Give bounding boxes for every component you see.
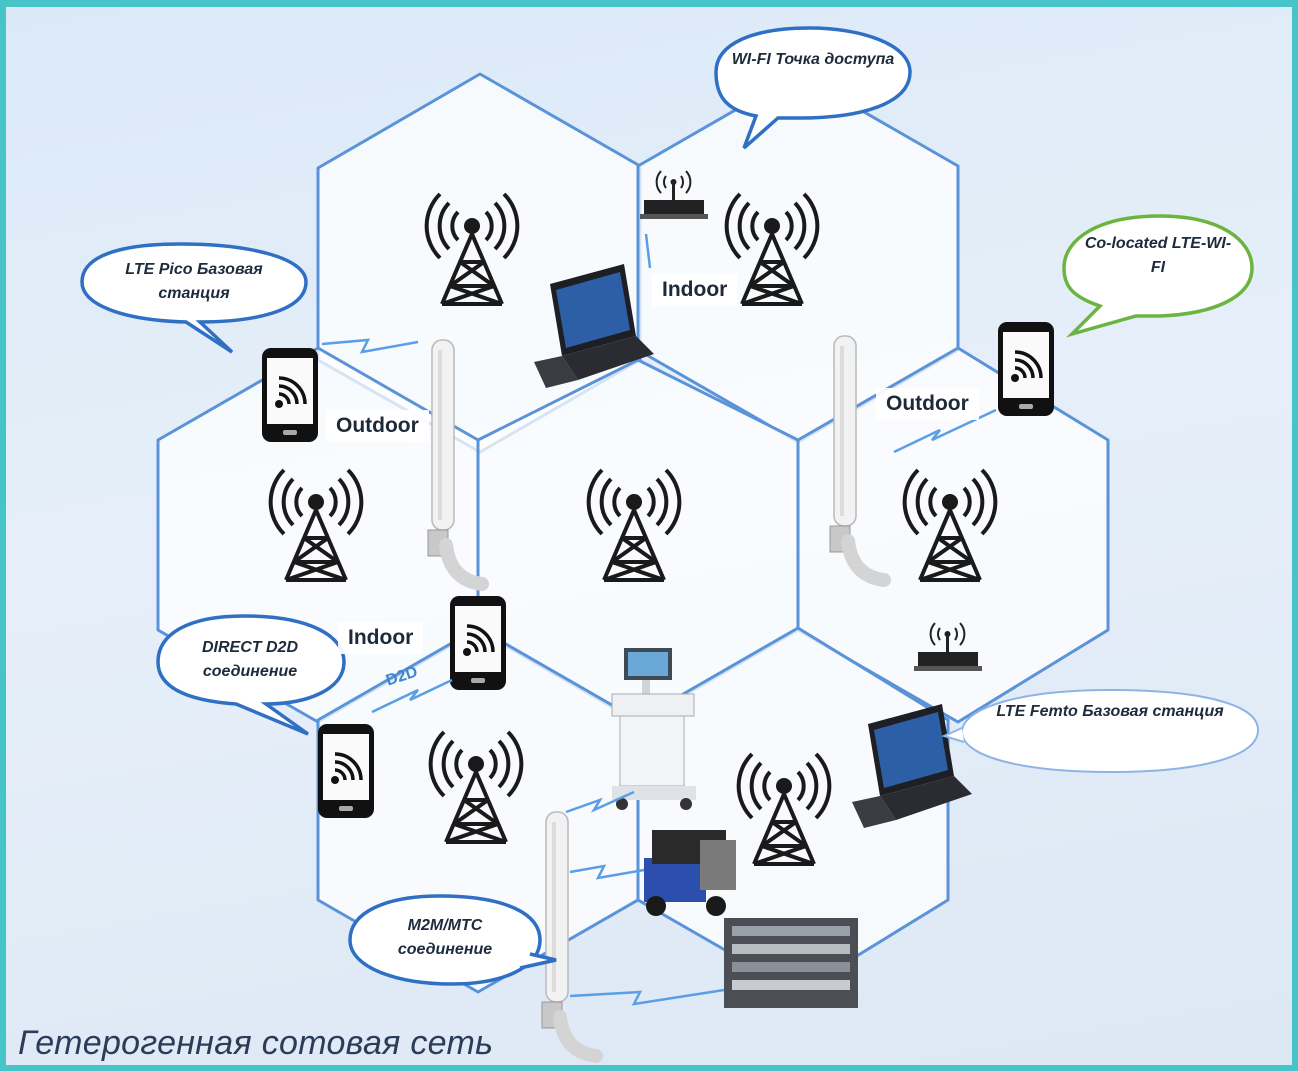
indoor-label-left: Indoor	[338, 622, 424, 654]
smartphone-icon	[316, 722, 376, 820]
smartphone-icon	[260, 346, 320, 444]
co-located-bubble-text: Co-located LTE-WI-FI	[1084, 235, 1232, 276]
indoor-label-top: Indoor	[652, 274, 738, 306]
industrial-machine-icon	[644, 830, 736, 916]
outdoor-label-left: Outdoor	[326, 410, 429, 442]
wireless-links	[321, 233, 997, 1006]
speech-bubbles	[80, 26, 1260, 986]
smartphone-icon	[448, 594, 508, 692]
m2m-bubble-text: M2M/MTC соединение	[397, 917, 493, 958]
outdoor-label-right: Outdoor	[876, 388, 979, 420]
direct-d2d-bubble-text: DIRECT D2D соединение	[201, 639, 298, 680]
lte-pico-bubble-text: LTE Pico Базовая станция	[125, 261, 263, 302]
cell-boundaries	[156, 72, 1110, 994]
wifi-ap-bubble-text: WI-FI Точка доступа	[731, 51, 895, 68]
diagram-caption: Гетерогенная сотовая сеть	[18, 1024, 494, 1062]
lte-femto-bubble-text: LTE Femto Базовая станция	[996, 703, 1224, 720]
smartphone-icon	[996, 320, 1056, 418]
medical-device-icon	[611, 648, 696, 810]
server-rack-icon	[724, 918, 858, 1008]
